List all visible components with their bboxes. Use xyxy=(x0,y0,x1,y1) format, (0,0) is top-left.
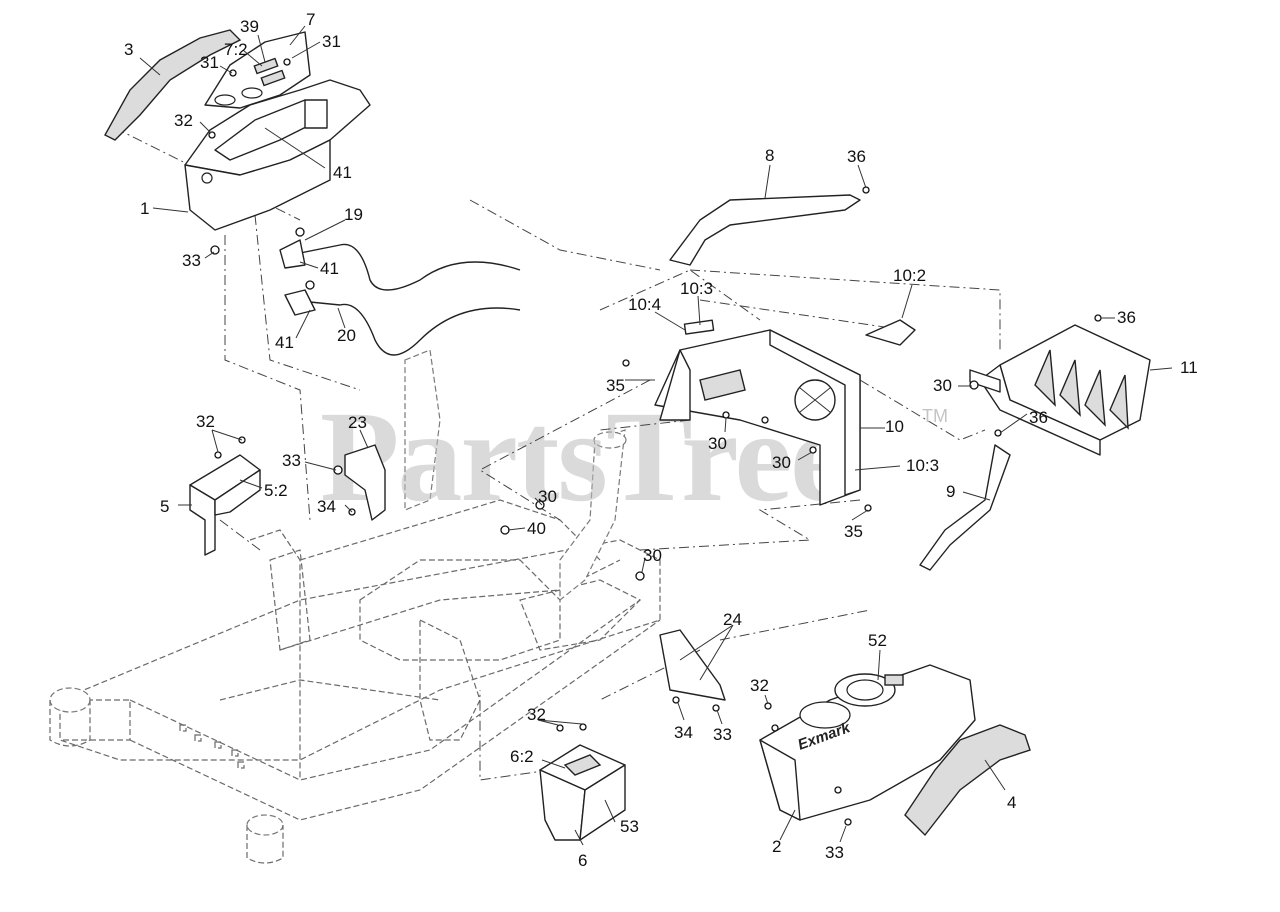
callout-8: 8 xyxy=(765,146,774,165)
callout-30-seat: 30 xyxy=(708,434,727,453)
callout-3: 3 xyxy=(124,40,133,59)
callout-24: 24 xyxy=(723,610,742,629)
callout-10-3-top: 10:3 xyxy=(680,279,713,298)
callout-2: 2 xyxy=(772,837,781,856)
callout-36-top: 36 xyxy=(847,147,866,166)
callout-10-3-bottom: 10:3 xyxy=(906,456,939,475)
assembly-leaders xyxy=(114,127,1001,781)
callout-40: 40 xyxy=(527,519,546,538)
callout-31-left: 31 xyxy=(200,53,219,72)
callout-41-cable: 41 xyxy=(320,259,339,278)
part-trim-strip xyxy=(104,29,242,141)
callout-5-2: 5:2 xyxy=(264,481,288,500)
part-right-side-cover xyxy=(539,723,626,841)
throttle-cables xyxy=(279,227,521,356)
callout-35-right: 35 xyxy=(844,522,863,541)
callout-10-4: 10:4 xyxy=(628,295,661,314)
callout-11: 11 xyxy=(1180,358,1198,377)
part-fender-trim xyxy=(904,724,1031,837)
callout-23: 23 xyxy=(348,413,367,432)
callout-33-lower: 33 xyxy=(713,725,732,744)
part-brace-9 xyxy=(919,429,1011,571)
callout-34-bracket: 34 xyxy=(317,497,336,516)
callout-4: 4 xyxy=(1007,793,1016,812)
callout-32-fender: 32 xyxy=(750,676,769,695)
callout-leaders xyxy=(139,25,1173,846)
callout-10-2: 10:2 xyxy=(893,266,926,285)
callout-20: 20 xyxy=(337,326,356,345)
fasteners-top-left xyxy=(208,58,291,255)
callout-32-left-cover: 32 xyxy=(196,412,215,431)
callout-31-right: 31 xyxy=(322,32,341,51)
part-brace-8 xyxy=(669,186,870,266)
callout-33-fender: 33 xyxy=(825,843,844,862)
callout-33-bracket: 33 xyxy=(282,451,301,470)
callout-7: 7 xyxy=(306,10,315,29)
callout-10: 10 xyxy=(885,417,904,436)
callout-39: 39 xyxy=(240,17,259,36)
callout-36-tray: 36 xyxy=(1117,308,1136,327)
callout-1: 1 xyxy=(140,199,149,218)
part-control-panel xyxy=(204,31,311,109)
callout-19: 19 xyxy=(344,205,363,224)
watermark-trademark: TM xyxy=(922,406,948,426)
mower-frame xyxy=(49,349,661,864)
part-seat-box xyxy=(654,319,916,506)
callout-32-right-cover: 32 xyxy=(527,705,546,724)
callout-30-frame: 30 xyxy=(538,487,557,506)
callout-36-brace: 36 xyxy=(1029,408,1048,427)
callout-41-lower: 41 xyxy=(275,333,294,352)
callout-5: 5 xyxy=(160,497,169,516)
frame-holes xyxy=(179,724,245,769)
callout-34-lower: 34 xyxy=(674,723,693,742)
callout-41-hood: 41 xyxy=(333,163,352,182)
callout-32-hood: 32 xyxy=(174,111,193,130)
callout-9: 9 xyxy=(946,482,955,501)
part-tray-11 xyxy=(969,314,1151,456)
callout-33-hood: 33 xyxy=(182,251,201,270)
callout-53: 53 xyxy=(620,817,639,836)
callout-30-box: 30 xyxy=(772,453,791,472)
part-fender-pod: Exmark xyxy=(759,664,976,826)
callout-30-lower: 30 xyxy=(643,546,662,565)
callout-35-left: 35 xyxy=(606,376,625,395)
part-bracket-24 xyxy=(659,629,726,712)
callout-7-2: 7:2 xyxy=(224,40,248,59)
callout-labels: 3 39 7 7:2 31 31 32 41 1 33 19 41 41 20 … xyxy=(124,10,1198,870)
callout-6: 6 xyxy=(578,851,587,870)
callout-6-2: 6:2 xyxy=(510,747,534,766)
callout-52: 52 xyxy=(868,631,887,650)
callout-30-tray: 30 xyxy=(933,376,952,395)
part-left-side-cover xyxy=(189,436,261,556)
